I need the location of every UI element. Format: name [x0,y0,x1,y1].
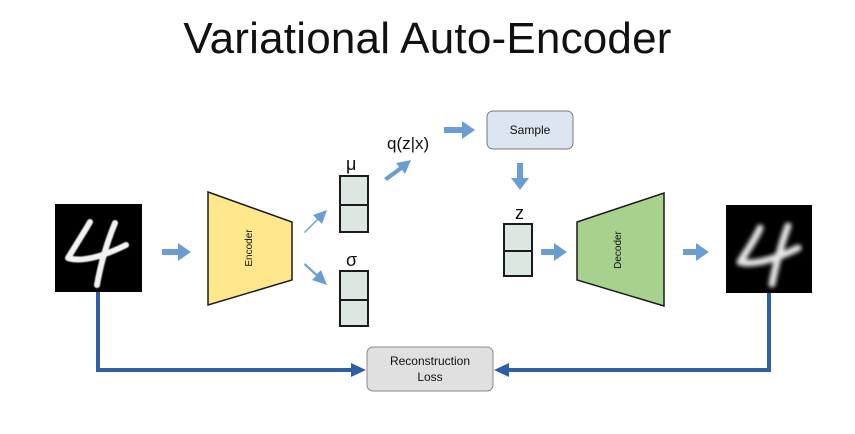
posterior-label: q(z|x) [387,134,429,153]
z-vector [503,223,533,277]
arrow-encoder-to-mu [304,210,327,233]
sigma-vector [339,270,369,327]
loss-label-line2: Loss [417,370,442,384]
sample-box: Sample [486,110,574,150]
encoder-block: Encoder [207,190,293,307]
decoder-block: Decoder [576,191,665,308]
arrow-decoder-to-output [683,243,709,261]
mu-vector [339,175,369,233]
arrow-z-to-decoder [541,243,567,261]
input-image [55,204,142,292]
reconstruction-loss-box: Reconstruction Loss [366,346,494,392]
arrow-mu-to-posterior [384,160,411,181]
sample-label: Sample [510,123,551,137]
loss-arrowhead-right [494,363,509,377]
loss-arrowhead-left [351,363,366,377]
decoder-shape [576,191,665,308]
arrow-input-to-encoder [162,243,191,261]
loss-line-from-output [508,293,771,372]
page-title: Variational Auto-Encoder [183,14,672,63]
mu-label: μ [346,154,356,174]
decoder-label: Decoder [613,230,624,268]
arrow-sample-to-z [511,163,529,190]
output-image [726,205,812,293]
encoder-label: Encoder [244,229,255,267]
arrow-posterior-to-sample [444,121,475,139]
arrow-encoder-to-sigma [304,263,327,285]
encoder-shape [207,190,293,307]
loss-line-from-input [96,292,352,372]
sigma-label: σ [346,250,357,270]
loss-label-line1: Reconstruction [390,354,470,368]
z-label: z [515,203,524,223]
